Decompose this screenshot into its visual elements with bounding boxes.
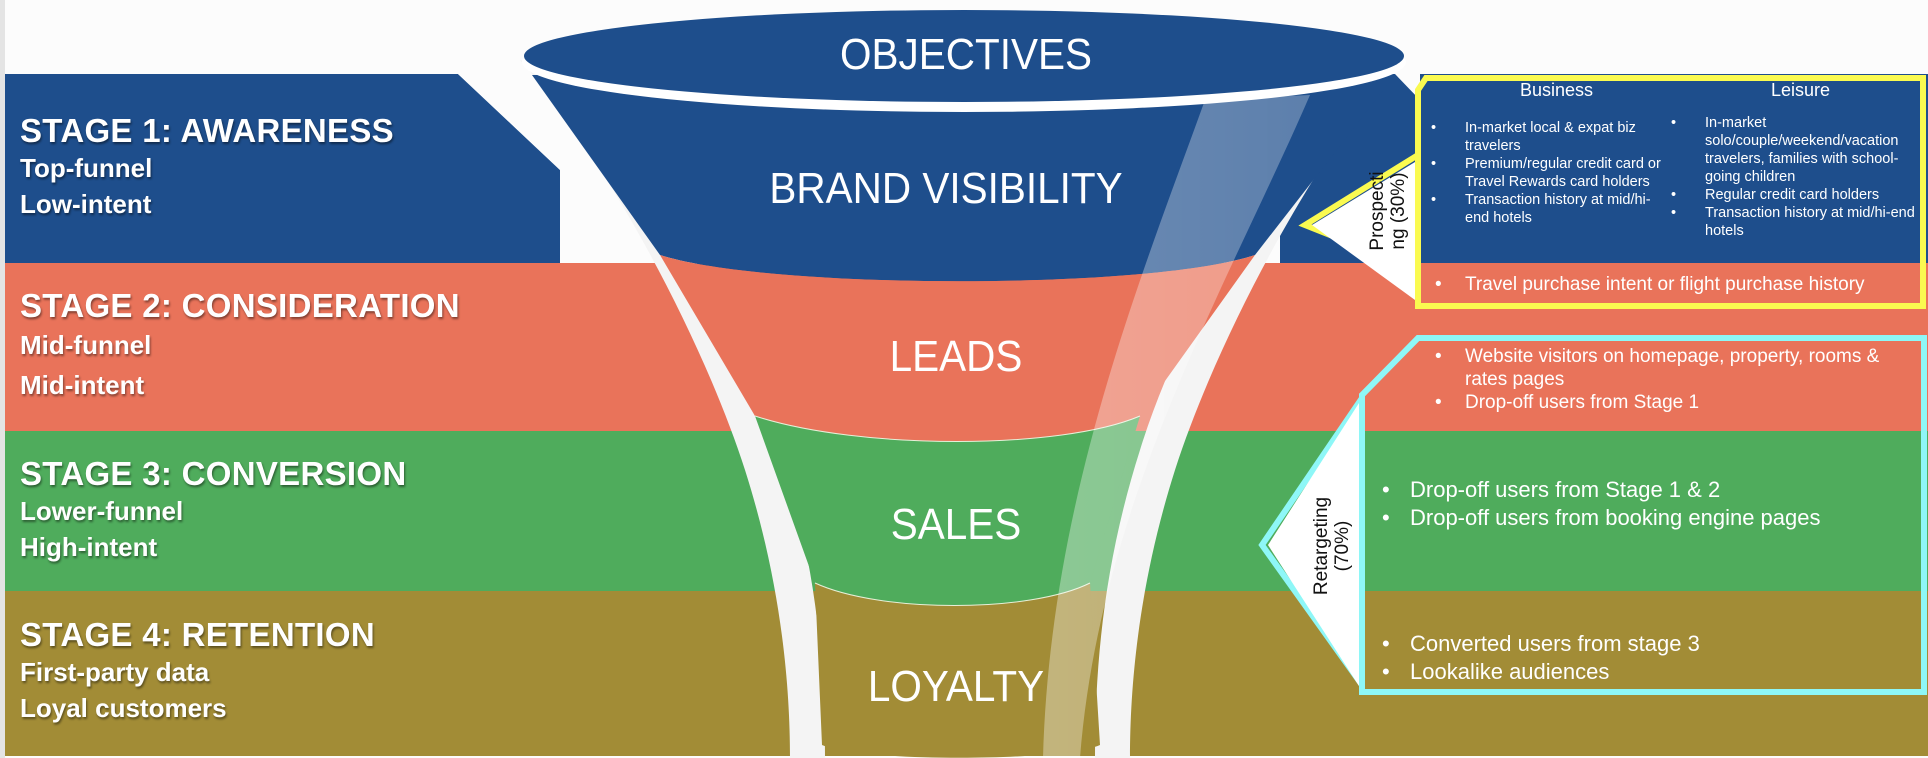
- retargeting-stage3-list: Drop-off users from Stage 1 & 2 Drop-off…: [1370, 476, 1920, 532]
- funnel-level-2-label: LEADS: [889, 332, 1023, 381]
- funnel-level-4-label: LOYALTY: [867, 662, 1045, 711]
- leisure-list: In-market solo/couple/weekend/vacation t…: [1665, 114, 1927, 240]
- retargeting-arrow: [1268, 403, 1359, 686]
- business-list: In-market local & expat biz travelers Pr…: [1425, 119, 1670, 227]
- leisure-item: In-market solo/couple/weekend/vacation t…: [1665, 114, 1927, 186]
- retargeting-stage4-item: Lookalike audiences: [1370, 658, 1920, 686]
- funnel-level-1-label: BRAND VISIBILITY: [769, 164, 1123, 213]
- leisure-heading: Leisure: [1771, 80, 1831, 100]
- prospecting-stage2-item: Travel purchase intent or flight purchas…: [1425, 273, 1925, 296]
- retargeting-stage3-item: Drop-off users from booking engine pages: [1370, 504, 1920, 532]
- retargeting-stage4-item: Converted users from stage 3: [1370, 630, 1920, 658]
- business-item: In-market local & expat biz travelers: [1425, 119, 1670, 155]
- prospecting-label: Prospecti ng (30%): [1367, 141, 1409, 281]
- leisure-item: Transaction history at mid/hi-end hotels: [1665, 204, 1927, 240]
- funnel-level-loyalty: [815, 583, 1100, 758]
- funnel-level-sales: [755, 416, 1140, 606]
- funnel-rim-label: OBJECTIVES: [840, 30, 1092, 79]
- stage-4-line-2: Loyal customers: [20, 693, 227, 723]
- stage-4-line-1: First-party data: [20, 657, 210, 687]
- stage-3-title: STAGE 3: CONVERSION: [20, 455, 407, 492]
- stage-1-label: STAGE 1: AWARENESS Top-funnel Low-intent: [20, 112, 394, 222]
- business-item: Transaction history at mid/hi-end hotels: [1425, 191, 1670, 227]
- retargeting-stage2-item: Drop-off users from Stage 1: [1425, 391, 1925, 414]
- funnel-level-3-label: SALES: [890, 500, 1022, 549]
- stage-1-line-1: Top-funnel: [20, 153, 153, 183]
- stage-4-label: STAGE 4: RETENTION First-party data Loya…: [20, 616, 375, 726]
- leisure-item: Regular credit card holders: [1665, 186, 1927, 204]
- prospecting-label-line-1: Prospecti: [1367, 171, 1388, 251]
- stage-1-title: STAGE 1: AWARENESS: [20, 112, 394, 149]
- stage-4-title: STAGE 4: RETENTION: [20, 616, 375, 653]
- left-edge-strip: [0, 0, 5, 758]
- stage-3-line-2: High-intent: [20, 532, 158, 562]
- business-heading: Business: [1520, 80, 1594, 100]
- retargeting-label: Retargeting (70%): [1311, 476, 1353, 616]
- stage-1-line-2: Low-intent: [20, 189, 152, 219]
- retargeting-stage4-list: Converted users from stage 3 Lookalike a…: [1370, 630, 1920, 686]
- stage-3-label: STAGE 3: CONVERSION Lower-funnel High-in…: [20, 455, 406, 565]
- stage-2-line-2: Mid-intent: [20, 370, 145, 400]
- stage-2-title: STAGE 2: CONSIDERATION: [20, 287, 460, 324]
- band-stage-1: [5, 74, 560, 263]
- stage-2-label: STAGE 2: CONSIDERATION Mid-funnel Mid-in…: [20, 287, 460, 405]
- funnel-highlight: [1043, 95, 1310, 758]
- retargeting-stage3-item: Drop-off users from Stage 1 & 2: [1370, 476, 1920, 504]
- prospecting-stage2-list: Travel purchase intent or flight purchas…: [1425, 273, 1925, 296]
- retargeting-label-line-1: Retargeting: [1311, 496, 1332, 596]
- retargeting-stage2-list: Website visitors on homepage, property, …: [1425, 345, 1925, 414]
- retargeting-label-line-2: (70%): [1332, 520, 1353, 572]
- business-item: Premium/regular credit card or Travel Re…: [1425, 155, 1670, 191]
- retargeting-stage2-item: Website visitors on homepage, property, …: [1425, 345, 1925, 391]
- prospecting-arrow: [1312, 162, 1415, 300]
- prospecting-label-line-2: ng (30%): [1388, 172, 1409, 250]
- stage-3-line-1: Lower-funnel: [20, 496, 184, 526]
- stage-2-line-1: Mid-funnel: [20, 330, 152, 360]
- funnel-rim: [524, 10, 1404, 102]
